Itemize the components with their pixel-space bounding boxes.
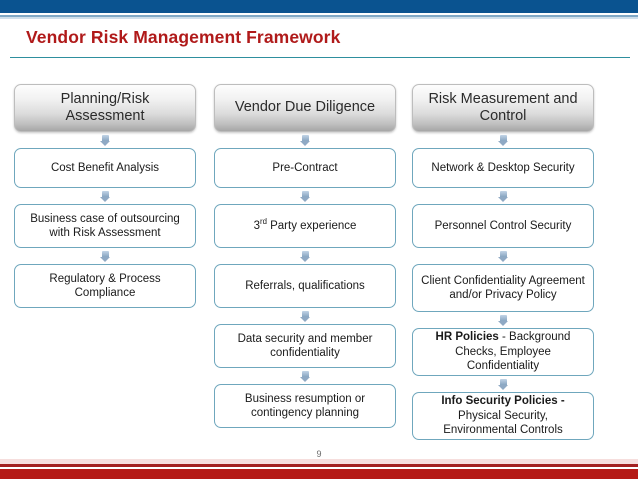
node-box: Business case of outsourcing with Risk A… [14, 204, 196, 248]
bottom-accent-line-white [0, 467, 638, 469]
bottom-accent-line-pink [0, 459, 638, 464]
page-number: 9 [316, 449, 322, 459]
connector-arrow [214, 248, 396, 264]
node-box: HR Policies - Background Checks, Employe… [412, 328, 594, 376]
top-accent-line-white [0, 13, 638, 15]
bottom-accent-line-dark [0, 464, 638, 467]
node-box: Business resumption or contingency plann… [214, 384, 396, 428]
connector-arrow [214, 132, 396, 148]
node-box: Referrals, qualifications [214, 264, 396, 308]
node-box: Info Security Policies - Physical Securi… [412, 392, 594, 440]
connector-arrow [14, 188, 196, 204]
ordinal-base: 3 [253, 219, 260, 232]
node-text-rest: Party experience [266, 219, 357, 232]
top-accent-line-blue [0, 15, 638, 17]
connector-arrow [214, 308, 396, 324]
connector-arrow [14, 132, 196, 148]
connector-arrow [412, 188, 594, 204]
connector-arrow [412, 312, 594, 328]
top-accent-line-light [0, 17, 638, 19]
connector-arrow [412, 376, 594, 392]
diagram-column-risk-measurement-and-control: Risk Measurement and Control Network & D… [412, 84, 594, 440]
column-header: Risk Measurement and Control [412, 84, 594, 132]
diagram-column-vendor-due-diligence: Vendor Due Diligence Pre-Contract 3rd Pa… [214, 84, 396, 428]
node-text-rest: - Background Checks, Employee Confidenti… [455, 331, 571, 373]
node-emphasis: HR Policies [435, 331, 499, 344]
bottom-accent-band [0, 469, 638, 479]
node-box: Cost Benefit Analysis [14, 148, 196, 188]
connector-arrow [214, 368, 396, 384]
top-accent-band [0, 0, 638, 13]
column-header: Vendor Due Diligence [214, 84, 396, 132]
node-box: Pre-Contract [214, 148, 396, 188]
ordinal-suffix: rd [259, 216, 267, 226]
node-box: Client Confidentiality Agreement and/or … [412, 264, 594, 312]
title-divider [10, 57, 630, 58]
node-box: 3rd Party experience [214, 204, 396, 248]
connector-arrow [412, 132, 594, 148]
connector-arrow [412, 248, 594, 264]
node-box: Regulatory & Process Compliance [14, 264, 196, 308]
node-emphasis: Info Security Policies - [441, 395, 565, 408]
column-header: Planning/Risk Assessment [14, 84, 196, 132]
slide-title: Vendor Risk Management Framework [26, 27, 341, 47]
diagram-column-planning-risk-assessment: Planning/Risk Assessment Cost Benefit An… [14, 84, 196, 308]
node-box: Personnel Control Security [412, 204, 594, 248]
node-box: Data security and member confidentiality [214, 324, 396, 368]
connector-arrow [14, 248, 196, 264]
connector-arrow [214, 188, 396, 204]
node-text-rest: Physical Security, Environmental Control… [443, 409, 563, 437]
node-box: Network & Desktop Security [412, 148, 594, 188]
